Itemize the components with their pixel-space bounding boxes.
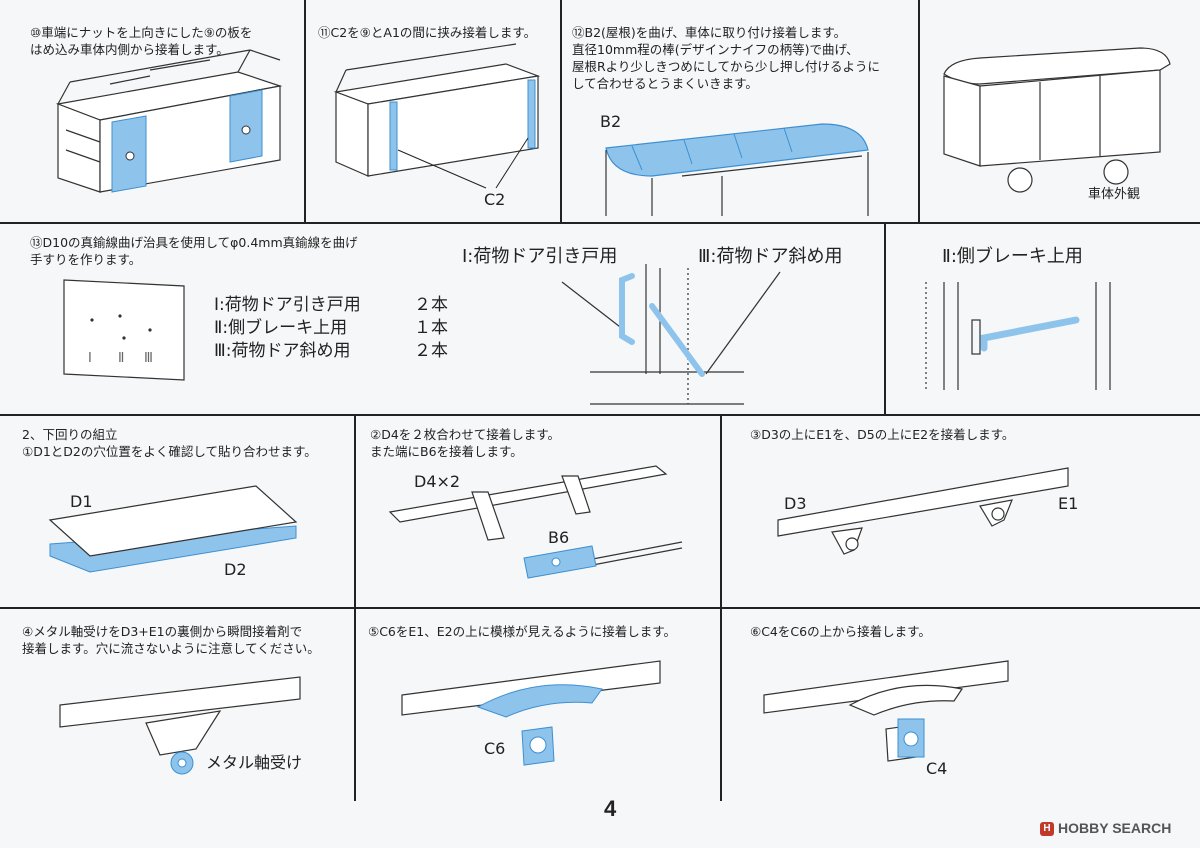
- handrail-type: Ⅰ:荷物ドア引き戸用: [214, 295, 361, 315]
- divider-v-r1b: [560, 0, 562, 222]
- handrail-qty: １本: [414, 318, 448, 338]
- handrail-qty: ２本: [414, 341, 448, 361]
- step-11-text: ⑪C2を⑨とA1の間に挟み接着します。: [318, 25, 537, 40]
- label-c6: C6: [484, 739, 506, 758]
- handrail-row: Ⅰ:荷物ドア引き戸用 ２本: [214, 294, 448, 317]
- step-2-3-text: ③D3の上にE1を、D5の上にE2を接着します。: [750, 427, 1015, 442]
- handrail-row: Ⅲ:荷物ドア斜め用 ２本: [214, 340, 448, 363]
- divider-v-r4a: [354, 609, 356, 801]
- jig-mark-1: Ⅰ: [88, 351, 92, 366]
- step-2-5-panel: ⑤C6をE1、E2の上に模様が見えるように接着します。 C6: [356, 609, 720, 801]
- c4-illustration: [763, 660, 1009, 762]
- divider-v-r3a: [354, 416, 356, 607]
- label-ii-side-brake: Ⅱ:側ブレーキ上用: [942, 246, 1083, 267]
- jig-mark-2: Ⅱ: [118, 351, 125, 366]
- car-exterior-illustration: [943, 47, 1171, 193]
- handrail-type: Ⅲ:荷物ドア斜め用: [214, 341, 351, 361]
- metal-bearing-illustration: [59, 676, 301, 775]
- handrail-qty: ２本: [414, 295, 448, 315]
- step-2-6-panel: ⑥C4をC6の上から接着します。 C4: [722, 609, 1200, 801]
- divider-v-r1c: [918, 0, 920, 222]
- jig-mark-3: Ⅲ: [144, 351, 153, 366]
- label-metal-bearing: メタル軸受け: [206, 753, 303, 772]
- step-10-panel: ⑩車端にナットを上向きにした⑨の板を はめ込み車体内側から接着します。: [0, 0, 304, 222]
- label-b2: B2: [600, 112, 622, 131]
- hobby-search-icon: H: [1040, 822, 1054, 837]
- exterior-panel: 車体外観: [920, 0, 1200, 222]
- step-2-2-panel: ②D4を２枚合わせて接着します。 また端にB6を接着します。 D4×2 B6: [356, 416, 720, 607]
- divider-h2: [0, 414, 1200, 416]
- step-13-text: ⑬D10の真鍮線曲げ治具を使用してφ0.4mm真鍮線を曲げ 手すりを作ります。: [30, 235, 358, 267]
- car-body-illustration: [55, 49, 283, 193]
- step-12-text: ⑫B2(屋根)を曲げ、車体に取り付け接着します。 直径10mm程の棒(デザインナ…: [572, 25, 881, 91]
- step-10-text: ⑩車端にナットを上向きにした⑨の板を はめ込み車体内側から接着します。: [30, 25, 253, 57]
- step-12-panel: ⑫B2(屋根)を曲げ、車体に取り付け接着します。 直径10mm程の棒(デザインナ…: [562, 0, 918, 222]
- divider-h1: [0, 222, 1200, 224]
- handrail-row: Ⅱ:側ブレーキ上用 １本: [214, 317, 448, 340]
- label-d3: D3: [784, 494, 807, 513]
- label-c4: C4: [926, 759, 948, 778]
- d3-e1-illustration: [777, 467, 1069, 555]
- label-body-exterior: 車体外観: [1088, 187, 1141, 202]
- side-brake-panel: Ⅱ:側ブレーキ上用: [886, 224, 1200, 414]
- step-2-3-panel: ③D3の上にE1を、D5の上にE2を接着します。 D3 E1: [722, 416, 1200, 607]
- step-2-4-panel: ④メタル軸受けをD3+E1の裏側から瞬間接着剤で 接着します。穴に流さないように…: [0, 609, 354, 801]
- label-d1: D1: [70, 492, 93, 511]
- divider-v-r2: [884, 224, 886, 414]
- step-11-panel: ⑪C2を⑨とA1の間に挟み接着します。 C2: [306, 0, 560, 222]
- label-c2: C2: [484, 190, 506, 209]
- divider-v-r4b: [720, 609, 722, 801]
- label-d4x2: D4×2: [414, 472, 461, 491]
- divider-v-r1a: [304, 0, 306, 222]
- label-i-door-sliding: Ⅰ:荷物ドア引き戸用: [462, 246, 618, 267]
- roof-illustration: [605, 123, 869, 216]
- step-13-panel: ⑬D10の真鍮線曲げ治具を使用してφ0.4mm真鍮線を曲げ 手すりを作ります。 …: [0, 224, 884, 414]
- step-2-5-text: ⑤C6をE1、E2の上に模様が見えるように接着します。: [368, 624, 676, 639]
- label-e1: E1: [1058, 494, 1079, 513]
- handrail-list: Ⅰ:荷物ドア引き戸用 ２本 Ⅱ:側ブレーキ上用 １本 Ⅲ:荷物ドア斜め用 ２本: [214, 294, 448, 363]
- d4-b6-illustration: [388, 465, 683, 579]
- step-2-1-text: 2、下回りの組立 ①D1とD2の穴位置をよく確認して貼り合わせます。: [22, 427, 317, 459]
- label-d2: D2: [224, 560, 247, 579]
- step-2-4-text: ④メタル軸受けをD3+E1の裏側から瞬間接着剤で 接着します。穴に流さないように…: [22, 624, 320, 656]
- door-handrail-illustration: [561, 264, 781, 405]
- jig-illustration: [63, 279, 185, 381]
- watermark-logo: H HOBBY SEARCH: [1040, 820, 1172, 837]
- label-b6: B6: [548, 528, 570, 547]
- step-2-2-text: ②D4を２枚合わせて接着します。 また端にB6を接着します。: [370, 427, 561, 459]
- divider-h3: [0, 607, 1200, 609]
- brake-handrail-illustration: [925, 282, 1111, 390]
- step-2-1-panel: 2、下回りの組立 ①D1とD2の穴位置をよく確認して貼り合わせます。 D1 D2: [0, 416, 354, 607]
- d1-d2-illustration: [48, 485, 298, 573]
- handrail-type: Ⅱ:側ブレーキ上用: [214, 318, 348, 338]
- divider-v-r3b: [720, 416, 722, 607]
- label-iii-door-diagonal: Ⅲ:荷物ドア斜め用: [698, 246, 843, 267]
- step-2-6-text: ⑥C4をC6の上から接着します。: [750, 624, 931, 639]
- c2-illustration: [333, 43, 541, 189]
- c6-illustration: [401, 660, 661, 766]
- watermark-text: HOBBY SEARCH: [1058, 820, 1172, 836]
- page-number: 4: [604, 796, 617, 821]
